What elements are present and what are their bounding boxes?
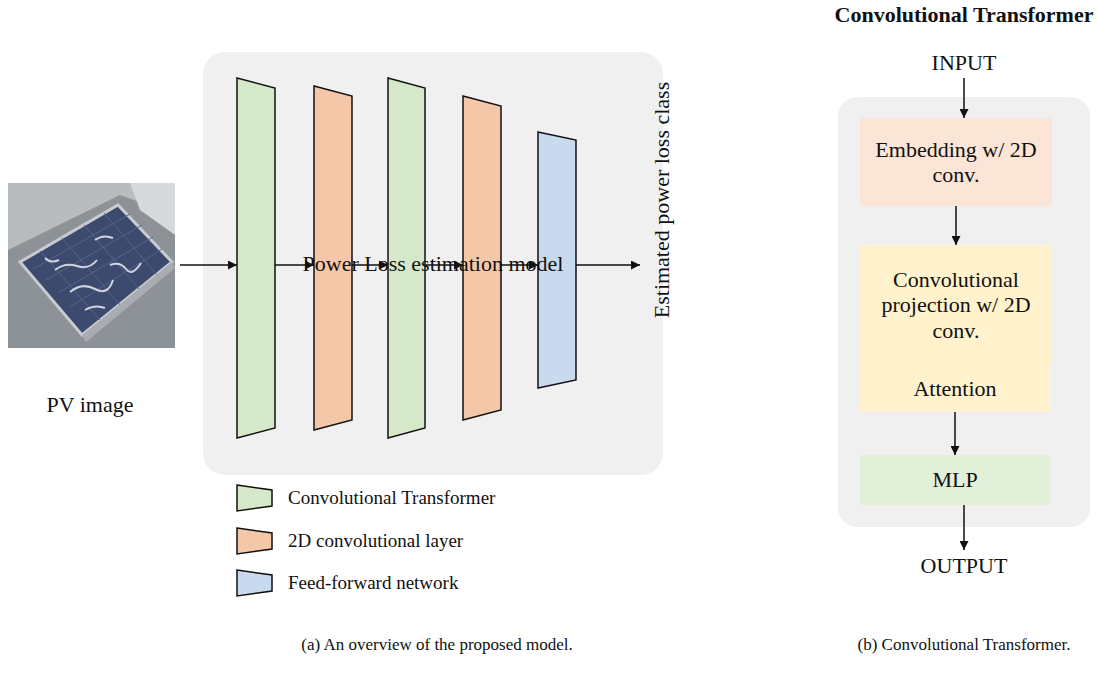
pv-photo (8, 183, 175, 348)
model-panel (203, 52, 663, 475)
legend-text: Feed-forward network (288, 572, 458, 594)
panel-title: Convolutional Transformer (835, 2, 1094, 27)
output-label: Estimated power loss class (649, 82, 674, 318)
model-panel: Power Loss estimation model (203, 52, 663, 475)
legend-text: Convolutional Transformer (288, 487, 495, 509)
box-label: Embedding w/ 2D conv. (870, 137, 1042, 188)
transformer-panel: Convolutional TransformerEmbedding w/ 2D… (838, 97, 1090, 527)
flow-arrows (180, 78, 964, 550)
model-layers (237, 78, 576, 438)
attention-box: Attention (860, 365, 1050, 412)
legend-swatch (237, 570, 272, 596)
legend-swatch (237, 485, 272, 511)
io-label: OUTPUT (921, 553, 1008, 578)
embedding-box: Embedding w/ 2D conv. (860, 118, 1052, 206)
image-caption: PV image (47, 392, 134, 417)
legend-swatch (237, 528, 272, 554)
box-label: Attention (913, 376, 996, 401)
box-label: Power Loss estimation model (303, 251, 564, 276)
box-label: MLP (932, 467, 977, 492)
projection-box: Convolutional projection w/ 2D conv. (860, 245, 1052, 365)
transformer-panel (838, 97, 1090, 527)
legend-text: 2D convolutional layer (288, 530, 463, 552)
flow-arrow (954, 412, 956, 455)
conv-transformer-layer (237, 78, 275, 438)
subfigure-caption: (b) Convolutional Transformer. (858, 635, 1071, 655)
flow-arrow (955, 206, 957, 245)
box-label: Convolutional projection w/ 2D conv. (870, 267, 1042, 343)
io-label: INPUT (932, 50, 997, 75)
subfigure-caption: (a) An overview of the proposed model. (301, 635, 572, 655)
mlp-box: MLP (860, 455, 1050, 505)
